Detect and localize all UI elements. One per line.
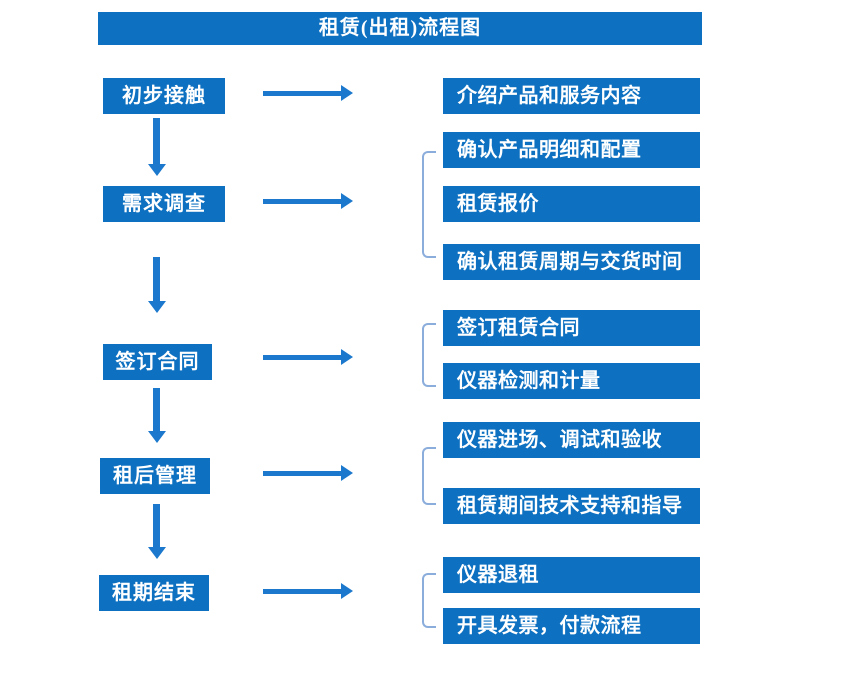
down-arrow [148,118,166,176]
arrow-head [341,465,353,481]
arrow-shaft [153,388,160,431]
down-arrow [148,388,166,443]
right-arrow [263,193,353,209]
right-arrow [263,349,353,365]
group-bracket [422,447,436,505]
arrow-head [341,193,353,209]
arrow-head [148,301,166,313]
arrow-shaft [263,199,341,204]
arrow-head [148,431,166,443]
down-arrow [148,504,166,559]
arrow-shaft [153,118,160,164]
arrow-head [148,164,166,176]
detail-box: 签订租赁合同 [443,310,700,346]
group-bracket [422,151,436,258]
arrow-head [148,547,166,559]
detail-box: 开具发票，付款流程 [443,608,700,644]
detail-box: 仪器检测和计量 [443,363,700,399]
detail-box: 确认租赁周期与交货时间 [443,244,700,280]
arrow-shaft [153,504,160,547]
detail-box: 仪器进场、调试和验收 [443,422,700,458]
arrow-shaft [153,257,160,301]
arrow-shaft [263,91,341,96]
step-box-post-rental-management: 租后管理 [100,458,210,494]
flowchart-title: 租赁(出租)流程图 [98,12,702,45]
right-arrow [263,465,353,481]
arrow-head [341,85,353,101]
step-box-initial-contact: 初步接触 [103,78,225,114]
down-arrow [148,257,166,313]
right-arrow [263,85,353,101]
arrow-head [341,349,353,365]
arrow-shaft [263,589,341,594]
detail-box: 介绍产品和服务内容 [443,78,700,114]
detail-box: 租赁期间技术支持和指导 [443,488,700,524]
step-box-demand-survey: 需求调查 [103,186,225,222]
group-bracket [422,323,436,387]
right-arrow [263,583,353,599]
arrow-shaft [263,355,341,360]
step-box-sign-contract: 签订合同 [103,344,212,380]
step-box-rental-end: 租期结束 [99,575,209,611]
detail-box: 确认产品明细和配置 [443,132,700,168]
detail-box: 租赁报价 [443,186,700,222]
arrow-head [341,583,353,599]
arrow-shaft [263,471,341,476]
group-bracket [422,573,436,628]
detail-box: 仪器退租 [443,557,700,593]
